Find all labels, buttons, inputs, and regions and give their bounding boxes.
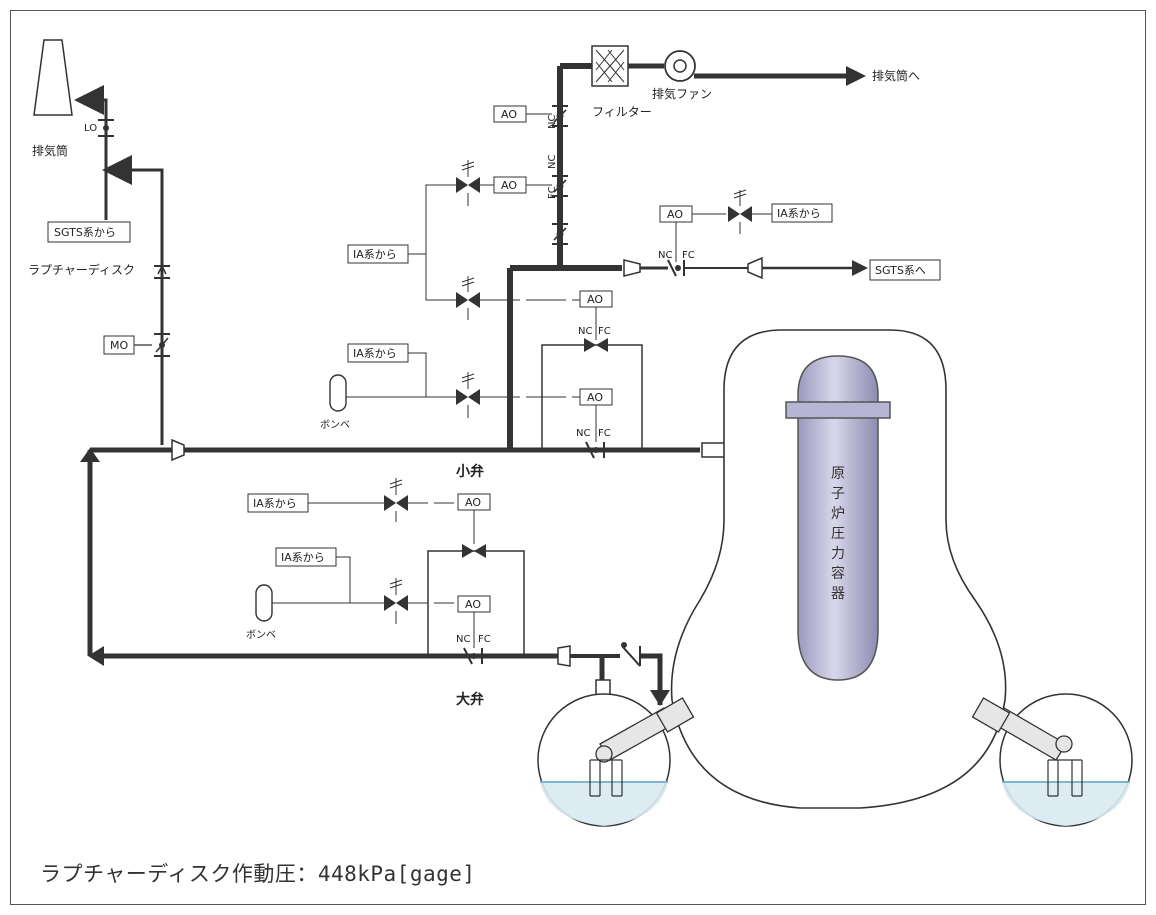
svg-text:圧: 圧 [831, 526, 845, 542]
mo-label: MO [110, 339, 128, 352]
reducer-4 [747, 256, 763, 280]
fc-label-1: FC [547, 186, 558, 199]
rupture-disc [154, 264, 170, 279]
cylinder-label-2: ボンベ [246, 629, 276, 641]
ia-from-label-3: IA系から [353, 347, 397, 360]
svg-text:原: 原 [831, 466, 845, 482]
ao-label-7: AO [465, 598, 481, 611]
reactor-pressure-vessel [797, 355, 879, 681]
to-stack-label: 排気筒へ [872, 68, 920, 83]
solenoid-valve-1 [728, 189, 752, 234]
lo-valve[interactable] [98, 119, 114, 137]
svg-text:力: 力 [831, 546, 845, 562]
cylinder-2 [255, 584, 273, 622]
ia-from-box-1 [771, 203, 833, 223]
rupture-disc-pressure-note: ラプチャーディスク作動圧：448kPa[gage] [40, 862, 476, 886]
drywell-arrow [650, 690, 670, 706]
rpv-flange [785, 401, 891, 419]
fc-label-5: FC [478, 634, 491, 645]
ao-label-3: AO [667, 208, 683, 221]
reducer-1 [171, 438, 185, 462]
nc-label-3: NC [658, 250, 672, 261]
ia-from-label-2: IA系から [353, 248, 397, 261]
stack-shape [33, 39, 73, 116]
rpv-label: 原 子 炉 圧 力 容 器 [831, 466, 845, 602]
ia-from-label-4: IA系から [253, 497, 297, 510]
ao-label-5: AO [587, 391, 603, 404]
vent-pipe-right [971, 697, 1083, 797]
solenoid-valve-2 [456, 160, 480, 206]
sgts-valve[interactable] [667, 259, 685, 277]
vent-pipe-left [589, 697, 695, 797]
solenoid-valve-6 [384, 578, 408, 624]
ao-label-1: AO [501, 108, 517, 121]
small-valve-label: 小弁 [456, 463, 484, 480]
svg-text:器: 器 [831, 586, 845, 602]
solenoid-valve-5 [384, 478, 408, 522]
ia-from-label-1: IA系から [777, 207, 821, 220]
fc-label-4: FC [598, 428, 611, 439]
large-valve-label: 大弁 [456, 691, 484, 708]
nc-label-6: NC [456, 634, 470, 645]
reducer-2 [557, 645, 571, 667]
nc-label-1: NC [547, 115, 558, 129]
ia-from-label-5: IA系から [281, 551, 325, 564]
stack-feed-line [74, 85, 108, 220]
ao-label-4: AO [587, 293, 603, 306]
sgts-from-box [47, 221, 131, 243]
riser-valve-2[interactable] [552, 175, 568, 197]
cylinder-label-1: ボンベ [320, 419, 350, 431]
reducer-3 [623, 259, 641, 277]
to-sgts-label: SGTS系へ [875, 264, 926, 277]
fc-label-2: FC [682, 250, 695, 261]
ao-label-2: AO [501, 179, 517, 192]
lower-main-arrow [88, 646, 104, 666]
svg-text:子: 子 [831, 486, 845, 502]
ao-label-6: AO [465, 496, 481, 509]
fc-label-3: FC [598, 326, 611, 337]
riser-valve-3[interactable] [552, 223, 568, 245]
filter-label: フィルター [592, 105, 652, 119]
upper-bypass-valve[interactable] [584, 338, 608, 352]
check-valve [621, 642, 641, 667]
rupture-disc-label: ラプチャーディスク [28, 262, 135, 277]
riser-valve-1[interactable] [552, 105, 568, 127]
exhaust-fan-label: 排気ファン [652, 86, 712, 101]
lo-label: LO [84, 123, 97, 134]
diagram-frame [10, 10, 1146, 905]
exhaust-fan [664, 50, 696, 82]
cylinder-1 [329, 374, 347, 412]
vent-riser-line [102, 155, 164, 445]
nc-label-2: NC [547, 155, 558, 169]
left-loop-arrow [80, 448, 100, 462]
mo-valve[interactable] [154, 333, 170, 357]
lower-bypass-valve[interactable] [462, 544, 486, 558]
nc-label-4: NC [578, 326, 592, 337]
nc-label-5: NC [576, 428, 590, 439]
lower-to-drywell-line [640, 653, 663, 705]
small-valve-main[interactable] [585, 441, 605, 459]
to-sgts-box [869, 259, 941, 281]
sgts-from-label: SGTS系から [54, 226, 116, 239]
stack-label: 排気筒 [32, 143, 68, 158]
large-valve-main[interactable] [463, 647, 483, 665]
solenoid-valve-3 [456, 276, 480, 320]
solenoid-valve-4 [456, 372, 480, 418]
svg-text:容: 容 [831, 565, 845, 582]
svg-text:炉: 炉 [831, 506, 845, 522]
